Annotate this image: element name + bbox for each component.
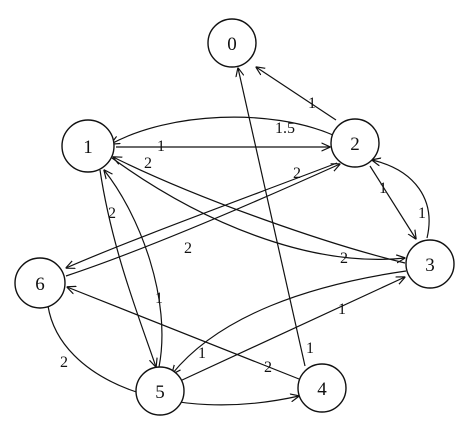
edge-2-3: [369, 165, 416, 239]
edge-weight-2-6: 2: [184, 240, 192, 257]
edge-2-6: [66, 162, 338, 268]
edge-3-5: [172, 270, 407, 374]
edge-weight-5-3: 1: [338, 301, 346, 318]
edge-weight-3-5: 1: [198, 345, 206, 362]
node-label: 2: [350, 134, 360, 155]
edge-weight-4-6: 2: [264, 359, 272, 376]
edge-weight-2-3: 1: [379, 180, 387, 197]
nodes: 0 1 2 3 4 5 6: [14, 18, 455, 416]
node-2: 2: [330, 118, 380, 168]
edge-1-3: [111, 157, 405, 259]
node-3: 3: [405, 239, 455, 289]
node-label: 0: [227, 34, 237, 55]
edge-weight-3-1: 2: [144, 155, 152, 172]
edges: [47, 67, 430, 406]
edge-weight-2-1: 1.5: [275, 120, 295, 137]
edge-weight-6-4: 2: [60, 354, 68, 371]
node-5: 5: [135, 366, 185, 416]
edge-weight-2-0: 1: [308, 95, 316, 112]
edge-5-1: [104, 170, 163, 368]
node-4: 4: [297, 363, 347, 413]
edge-2-1: [111, 116, 334, 144]
edge-weight-1-3: 2: [340, 250, 348, 267]
edge-2-0: [256, 67, 337, 121]
edge-5-3: [179, 277, 405, 382]
node-0: 0: [207, 18, 257, 68]
edge-6-4: [47, 305, 299, 406]
edge-weights: 1 1 1.5 1 2 2 2 1 2 2 1 1 1 1 2 2: [60, 95, 426, 376]
edge-weight-3-2: 1: [418, 205, 426, 222]
edge-weight-5-1: 1: [155, 290, 163, 307]
edge-6-2: [65, 164, 340, 277]
node-1: 1: [61, 119, 115, 173]
edge-3-2: [372, 160, 430, 239]
node-label: 4: [317, 379, 327, 400]
node-label: 3: [425, 255, 435, 276]
node-label: 1: [83, 137, 93, 158]
edge-weight-1-5: 2: [108, 205, 116, 222]
edge-weight-6-2: 2: [293, 165, 301, 182]
edge-1-5: [99, 169, 156, 367]
node-label: 6: [35, 274, 45, 295]
edge-weight-4-0: 1: [306, 340, 314, 357]
edge-4-6: [67, 287, 300, 380]
edge-4-0: [238, 68, 306, 367]
node-label: 5: [155, 382, 165, 403]
node-6: 6: [14, 257, 66, 309]
edge-3-1: [113, 157, 406, 264]
edge-weight-1-2: 1: [157, 138, 165, 155]
